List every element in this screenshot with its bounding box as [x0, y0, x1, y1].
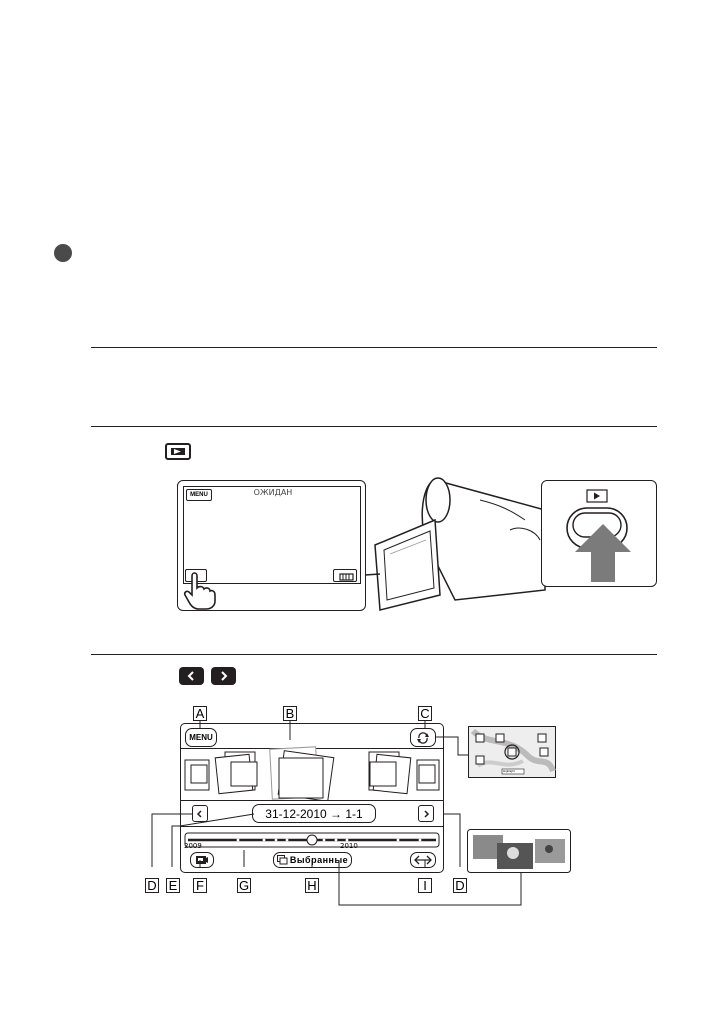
change-media-inset	[468, 726, 556, 778]
divider	[91, 426, 657, 427]
play-key-label-icon	[586, 489, 608, 503]
menu-button[interactable]: MENU	[186, 489, 212, 501]
highlight-icon	[276, 855, 288, 865]
play-button-icon	[165, 443, 191, 460]
prev-event-button[interactable]	[192, 805, 208, 822]
callout-i: I	[418, 878, 432, 893]
change-view-button[interactable]	[410, 852, 436, 868]
standby-status-text: ОЖИДАН	[253, 488, 293, 497]
movie-photo-toggle-button[interactable]	[190, 852, 214, 868]
divider	[91, 654, 657, 655]
camcorder-illustration	[360, 470, 560, 615]
press-arrow-icon	[575, 524, 631, 582]
divider	[181, 800, 443, 801]
callout-h: H	[305, 878, 319, 893]
divider	[91, 347, 657, 348]
prev-key-icon	[179, 667, 204, 685]
callout-a: A	[193, 706, 207, 721]
lcd-inner-screen	[183, 486, 361, 584]
callout-d: D	[453, 878, 467, 893]
event-date-label: 31-12-2010 → 1-1	[252, 804, 376, 823]
callout-lines	[140, 700, 580, 910]
inset-label: Highlight	[503, 769, 515, 773]
highlight-playback-inset	[467, 829, 571, 873]
section-bullet-icon	[54, 244, 72, 262]
battery-icon	[333, 569, 357, 582]
callout-b: B	[283, 706, 297, 721]
callout-g: G	[237, 878, 251, 893]
next-key-icon	[211, 667, 236, 685]
callout-f: F	[193, 878, 207, 893]
event-thumbnails[interactable]	[181, 740, 443, 802]
callout-e: E	[166, 878, 180, 893]
highlight-label: Выбранные	[289, 855, 349, 865]
next-event-button[interactable]	[418, 805, 434, 822]
timeline-bar[interactable]	[184, 830, 440, 850]
callout-c: C	[418, 706, 432, 721]
callout-d: D	[145, 878, 159, 893]
change-media-button[interactable]	[410, 728, 436, 747]
menu-button[interactable]: MENU	[185, 728, 217, 747]
timeline-end-year: 2010	[340, 842, 358, 850]
finger-pointer-icon	[182, 568, 218, 610]
divider	[181, 826, 443, 827]
timeline-start-year: 2009	[184, 842, 202, 850]
